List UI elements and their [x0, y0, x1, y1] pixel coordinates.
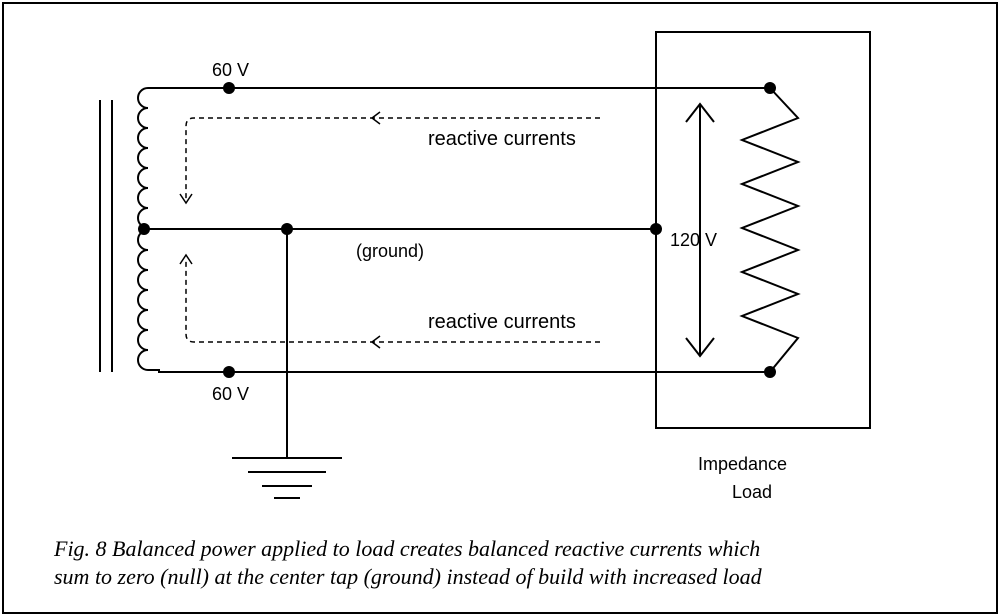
label-load-voltage: 120 V [670, 230, 717, 250]
label-bottom-voltage: 60 V [212, 384, 249, 404]
ground-symbol [232, 229, 342, 499]
transformer-coil-upper [137, 87, 160, 229]
load-box [655, 31, 871, 429]
transformer-coil-lower [137, 229, 160, 371]
caption-line-1: Fig. 8 Balanced power applied to load cr… [53, 536, 760, 561]
label-reactive-top: reactive currents [428, 128, 576, 150]
transformer-core [99, 100, 113, 372]
label-load-line1: Impedance [698, 454, 787, 474]
reactive-current-bottom-path [179, 253, 600, 349]
caption-line-2: sum to zero (null) at the center tap (gr… [54, 564, 763, 589]
voltage-double-arrow [685, 102, 715, 358]
label-top-voltage: 60 V [212, 60, 249, 80]
label-load-line2: Load [732, 482, 772, 502]
reactive-current-top-path [179, 111, 600, 205]
resistor-zigzag [739, 87, 801, 373]
label-reactive-bottom: reactive currents [428, 311, 576, 333]
label-ground: (ground) [356, 241, 424, 261]
